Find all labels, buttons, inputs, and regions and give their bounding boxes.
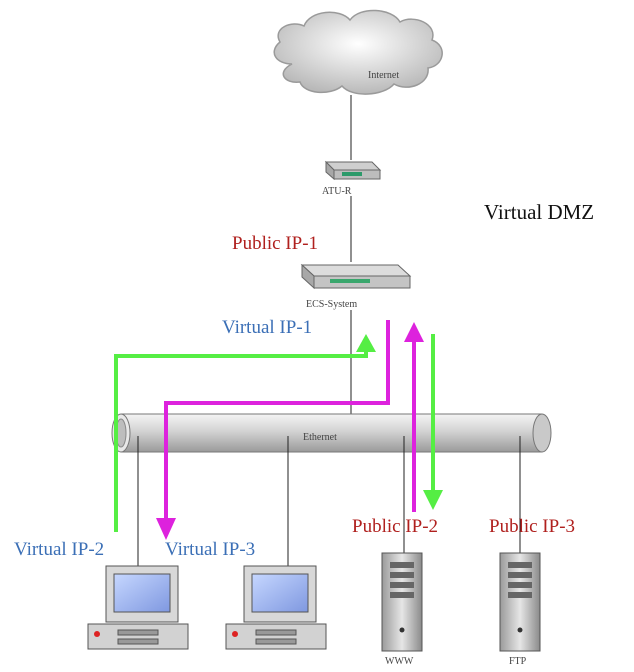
magenta-up-arrow <box>404 322 424 512</box>
ethernet-bus-icon <box>111 413 552 453</box>
internet-label: Internet <box>368 70 399 81</box>
ecs-label: ECS-System <box>306 299 357 310</box>
green-flow-arrow <box>114 334 376 532</box>
diagram-title: Virtual DMZ <box>484 200 594 224</box>
server-tower-icon <box>499 552 541 652</box>
atu-label: ATU-R <box>322 186 352 197</box>
desktop-computer-icon <box>225 565 327 650</box>
www-label: WWW <box>385 656 414 667</box>
desktop-computer-icon <box>87 565 189 650</box>
server-tower-icon <box>381 552 423 652</box>
public-ip-1-label: Public IP-1 <box>232 233 318 254</box>
virtual-ip-1-label: Virtual IP-1 <box>222 317 312 338</box>
modem-icon <box>324 160 382 181</box>
ethernet-label: Ethernet <box>303 432 337 443</box>
public-ip-2-label: Public IP-2 <box>352 516 438 537</box>
magenta-flow-arrow <box>156 320 390 540</box>
virtual-ip-2-label: Virtual IP-2 <box>14 539 104 560</box>
public-ip-3-label: Public IP-3 <box>489 516 575 537</box>
router-icon <box>300 263 412 290</box>
bus-drop-lines <box>137 436 521 570</box>
green-down-arrow <box>423 334 443 510</box>
virtual-ip-3-label: Virtual IP-3 <box>165 539 255 560</box>
internet-cloud-icon <box>273 9 443 95</box>
ftp-label: FTP <box>509 656 527 667</box>
